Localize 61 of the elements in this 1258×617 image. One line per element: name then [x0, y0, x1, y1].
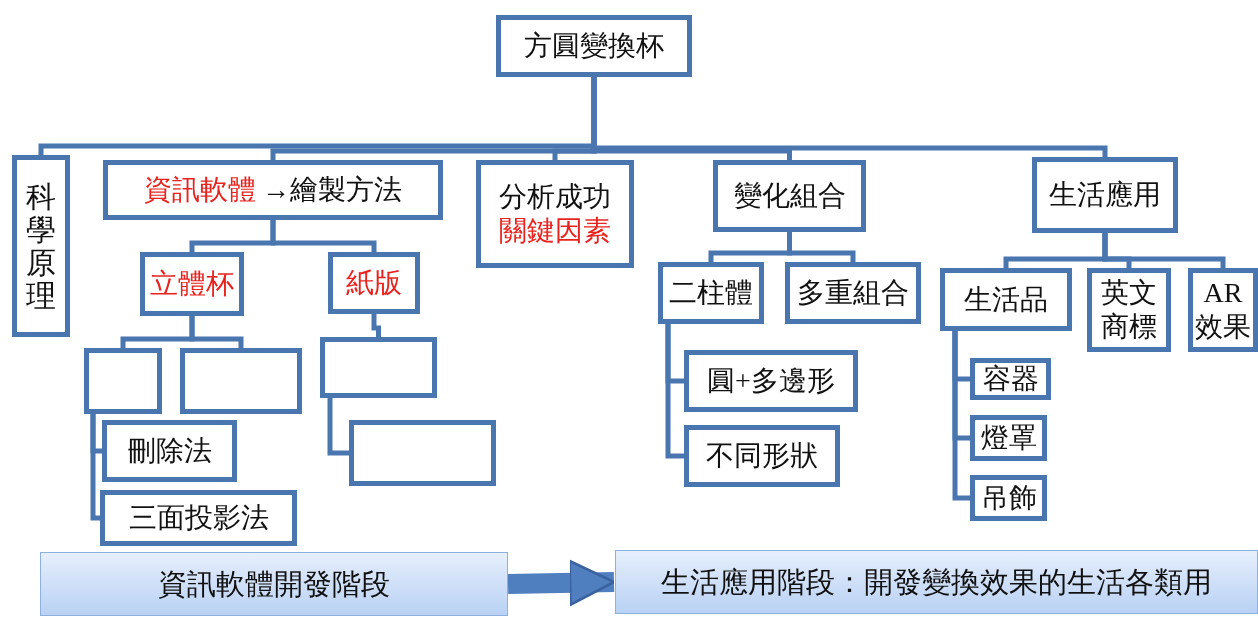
stage-banner: [40, 552, 508, 616]
process-box: [684, 350, 858, 412]
process-box: [713, 160, 866, 232]
box-label: 資訊軟體開發階段: [158, 566, 390, 602]
process-box: [12, 155, 70, 337]
connector-line: [327, 398, 349, 456]
connector-line: [90, 414, 100, 521]
box-label: 紙版: [346, 266, 402, 300]
box-label: 生活應用: [1049, 178, 1161, 212]
process-box: [349, 420, 496, 486]
box-label: 圓+多邊形: [707, 364, 835, 398]
process-box: [970, 358, 1051, 400]
box-label: 科學原理: [26, 180, 56, 312]
box-label: 英文商標: [1100, 276, 1158, 344]
connector-line: [189, 316, 244, 348]
process-box: [684, 425, 840, 487]
connector-line: [665, 324, 684, 459]
process-box: [102, 420, 237, 482]
process-box: [140, 252, 244, 316]
box-label: 三面投影法: [128, 501, 269, 535]
process-box: [658, 262, 764, 324]
box-label: 二柱體: [669, 276, 753, 310]
stage-banner: [615, 550, 1258, 614]
process-box: [320, 337, 437, 398]
process-box: [496, 15, 692, 77]
process-box: [1032, 157, 1178, 233]
process-box: [476, 160, 634, 268]
box-label: 不同形狀: [706, 439, 818, 473]
box-label: 多重組合: [797, 276, 909, 310]
box-label: 燈罩: [980, 421, 1037, 455]
process-box: [328, 252, 420, 314]
box-label: 生活品: [964, 282, 1048, 317]
box-label: →繪製方法: [262, 173, 402, 207]
process-box: [103, 160, 443, 220]
box-label: 刪除法: [127, 434, 212, 468]
box-label: 生活應用階段：開發變換效果的生活各類用: [661, 564, 1212, 600]
connector-line: [270, 220, 377, 252]
process-box: [100, 490, 297, 546]
box-label: 變化組合: [733, 179, 846, 213]
box-label: 吊飾: [980, 481, 1037, 515]
process-box: [785, 262, 921, 324]
connector-line: [591, 77, 1108, 157]
connector-line: [371, 314, 381, 337]
box-label: 立體杯: [150, 267, 234, 301]
box-label: 關鍵因素: [499, 214, 611, 248]
box-label: 分析成功: [499, 180, 611, 214]
connector-line: [952, 331, 970, 501]
process-box: [970, 415, 1047, 461]
process-box: [1188, 268, 1258, 352]
box-label: 方圓變換杯: [524, 29, 664, 63]
connector-line: [787, 232, 856, 262]
process-box: [84, 348, 162, 414]
process-box: [940, 268, 1072, 331]
connector-line: [1102, 233, 1226, 268]
box-label: 資訊軟體: [144, 173, 256, 207]
process-box: [970, 475, 1047, 521]
block-arrow: [507, 559, 616, 607]
box-label: 容器: [982, 362, 1039, 396]
process-box: [180, 348, 302, 414]
process-box: [1087, 268, 1171, 352]
box-label: AR 效果: [1194, 276, 1252, 344]
